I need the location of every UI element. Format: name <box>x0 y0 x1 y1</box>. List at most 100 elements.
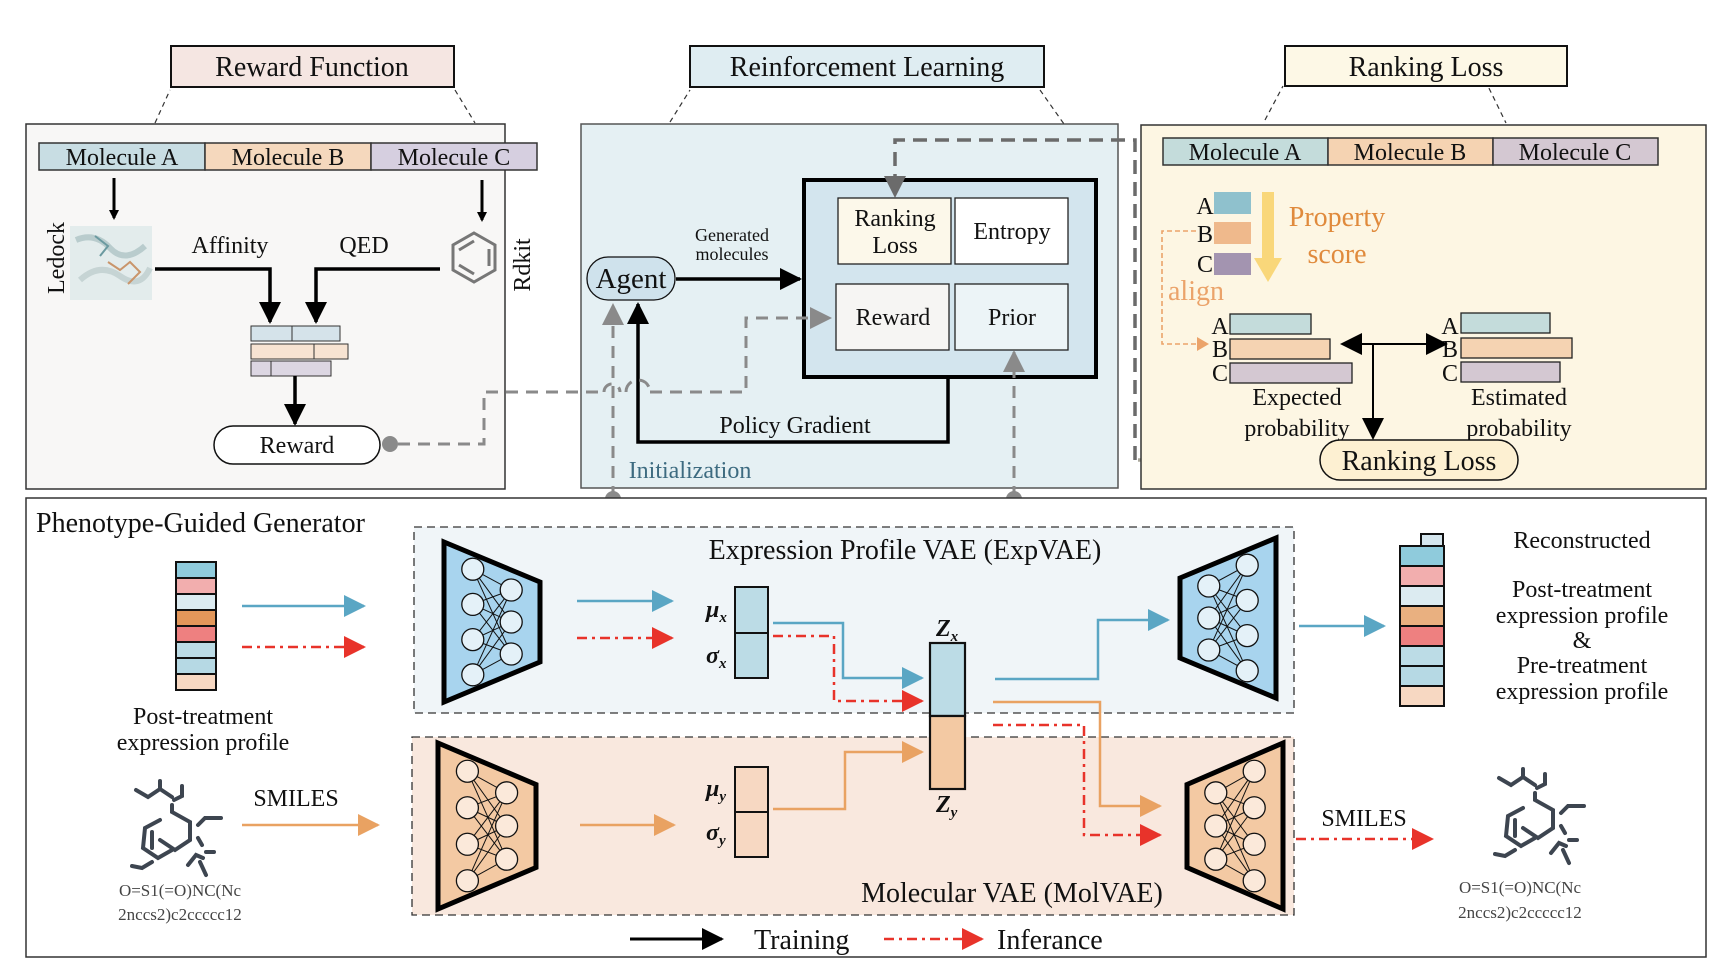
svg-text:Pre-treatment: Pre-treatment <box>1517 653 1648 679</box>
smiles-output-label: SMILES <box>1321 806 1406 832</box>
property-label: Property <box>1289 202 1385 233</box>
entropy-term <box>954 197 1069 265</box>
ranking-loss-term <box>837 197 952 265</box>
svg-text:Prior: Prior <box>988 305 1036 331</box>
input-profile-vector <box>175 561 217 691</box>
dashed-connectors <box>398 303 1025 498</box>
qed-arrow <box>305 267 440 324</box>
reward-function-panel: Reward Function Molecule A Molecule B Mo… <box>25 45 538 490</box>
rdkit-label: Rdkit <box>510 238 536 292</box>
svg-text:B: B <box>1442 337 1458 363</box>
svg-text:expression profile: expression profile <box>1496 679 1669 705</box>
mu-x-to-z-arrow <box>773 621 924 689</box>
molvae-decoder-icon <box>1184 739 1286 913</box>
reward-function-title: Reward Function <box>170 45 455 88</box>
crossing-hop-2 <box>624 378 652 393</box>
expvae-decoder-icon <box>1177 534 1279 702</box>
svg-text:Loss: Loss <box>872 233 917 259</box>
reconstructed-label: Reconstructed Post-treatment expression … <box>1496 528 1669 705</box>
svg-text:A: A <box>1211 314 1229 340</box>
svg-text:Molecule C: Molecule C <box>398 145 511 171</box>
agent-node: Agent <box>586 256 676 301</box>
latent-params-x: μx σx <box>704 586 769 679</box>
svg-text:&: & <box>1573 628 1592 654</box>
score-stack <box>250 325 349 377</box>
z-to-decoder-y-arrow <box>993 700 1162 817</box>
sigma-x-to-z-arrow <box>773 634 924 712</box>
generator-title: Phenotype-Guided Generator <box>36 508 366 539</box>
prior-term <box>954 283 1069 351</box>
legend-training-label: Training <box>754 925 849 956</box>
svg-text:Reward: Reward <box>856 305 931 331</box>
reward-to-rl-connector <box>398 390 604 446</box>
svg-text:molecules: molecules <box>696 244 769 264</box>
ranking-loss-node: Ranking Loss <box>1319 439 1519 481</box>
svg-text:Molecule B: Molecule B <box>1354 140 1467 166</box>
molecule-c-cell <box>370 142 538 171</box>
reinforcement-learning-panel: Reinforcement Learning Ranking Loss Entr… <box>580 45 1119 489</box>
molecule-c-cell <box>1492 137 1659 166</box>
generated-molecules-label: Generated <box>695 225 769 245</box>
reward-node: Reward <box>213 425 381 465</box>
svg-text:B: B <box>1197 222 1213 248</box>
z-to-decoder-y-red-arrow <box>993 723 1162 846</box>
ranking-loss-title: Ranking Loss <box>1284 45 1568 87</box>
policy-gradient-label: Policy Gradient <box>719 413 871 439</box>
molecule-structure-icon <box>130 779 223 877</box>
svg-text:Molecule B: Molecule B <box>232 145 345 171</box>
legend-inference-label: Inferance <box>997 925 1103 956</box>
reconstructed-profile-front <box>1399 545 1445 707</box>
sigma-y-label: σy <box>706 820 726 849</box>
svg-text:expression profile: expression profile <box>1496 603 1669 629</box>
mu-y-label: μy <box>704 776 726 805</box>
expvae-title: Expression Profile VAE (ExpVAE) <box>709 535 1102 566</box>
score-label: score <box>1307 239 1366 270</box>
input-profile-label: Post-treatment <box>133 704 273 730</box>
expected-label: Expected <box>1252 385 1341 411</box>
svg-text:Agent: Agent <box>596 263 667 295</box>
property-score-arrow <box>1254 192 1282 282</box>
svg-text:A: A <box>1196 194 1214 220</box>
svg-text:2nccs2)c2ccccc12: 2nccs2)c2ccccc12 <box>1458 903 1582 922</box>
connector-dot <box>382 436 398 452</box>
generator-panel: Phenotype-Guided Generator Expression Pr… <box>25 497 1707 958</box>
output-molecule-structure-icon <box>1493 767 1586 865</box>
align-arrow <box>1161 230 1209 351</box>
estimated-label: Estimated <box>1471 385 1567 411</box>
y-to-z-arrow <box>773 741 924 811</box>
svg-text:Reinforcement Learning: Reinforcement Learning <box>730 52 1004 83</box>
molecule-bar: Molecule A Molecule B Molecule C <box>1162 137 1659 166</box>
svg-text:Reconstructed: Reconstructed <box>1513 528 1650 554</box>
molvae-title: Molecular VAE (MolVAE) <box>861 878 1163 909</box>
crossing-hop <box>602 382 622 393</box>
svg-text:probability: probability <box>1244 416 1349 442</box>
svg-text:C: C <box>1197 252 1213 278</box>
svg-text:Reward Function: Reward Function <box>215 52 409 83</box>
qed-label: QED <box>339 233 388 259</box>
svg-text:Entropy: Entropy <box>973 219 1050 245</box>
molecule-a-cell <box>1162 137 1329 166</box>
svg-text:Ranking Loss: Ranking Loss <box>1342 446 1497 477</box>
svg-text:probability: probability <box>1466 416 1571 442</box>
svg-text:B: B <box>1212 337 1228 363</box>
affinity-label: Affinity <box>192 233 269 259</box>
ranking-loss-panel: Ranking Loss Molecule A Molecule B Molec… <box>1140 45 1707 490</box>
svg-text:Post-treatment: Post-treatment <box>1512 577 1652 603</box>
svg-text:Molecule C: Molecule C <box>1519 140 1632 166</box>
svg-text:expression profile: expression profile <box>117 730 290 756</box>
benzene-icon <box>451 231 497 284</box>
svg-text:Ranking Loss: Ranking Loss <box>1349 52 1504 83</box>
policy-gradient-arrow <box>627 302 950 444</box>
estimated-probability-bars: A B C <box>1441 312 1573 387</box>
initialization-label: Initialization <box>629 458 752 484</box>
ranking-loss-to-rl-connector <box>884 138 1137 460</box>
ledock-label: Ledock <box>44 222 70 294</box>
affinity-arrow <box>155 267 281 324</box>
latent-z-vector: Zx Zy <box>928 616 967 821</box>
expvae-encoder-icon <box>441 538 543 706</box>
svg-text:2nccs2)c2ccccc12: 2nccs2)c2ccccc12 <box>118 905 242 924</box>
mu-x-label: μx <box>704 597 727 626</box>
sigma-x-label: σx <box>706 643 727 672</box>
z-x-label: Zx <box>935 616 959 645</box>
